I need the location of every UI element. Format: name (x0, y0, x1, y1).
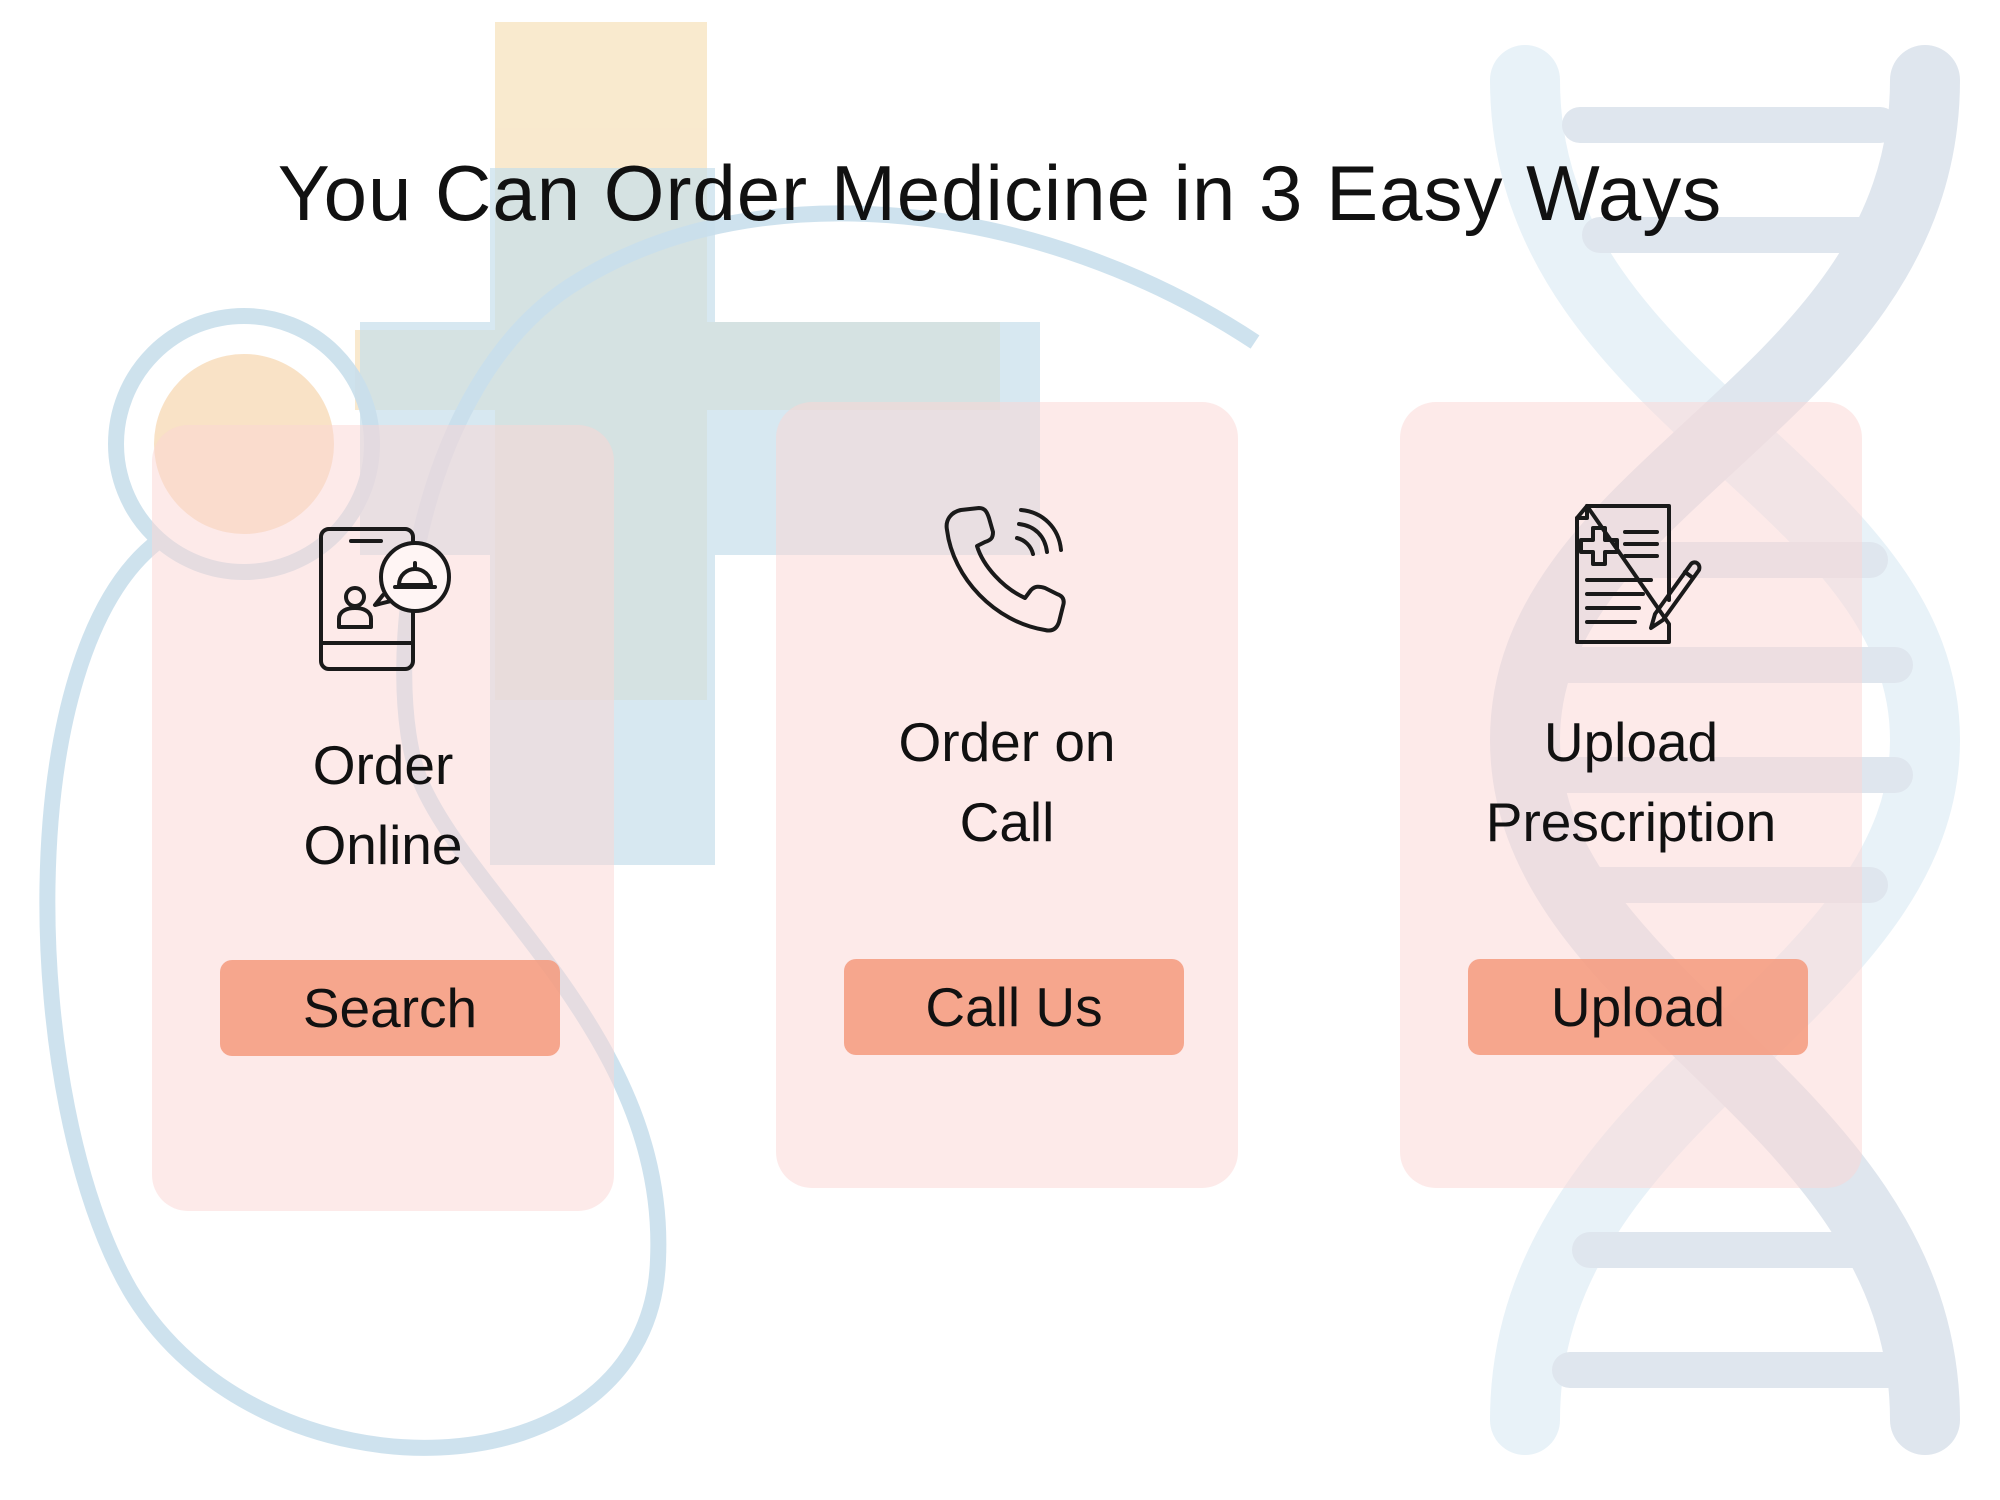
prescription-icon (1575, 504, 1702, 644)
page-title: You Can Order Medicine in 3 Easy Ways (277, 149, 1723, 237)
call-us-button[interactable]: Call Us (844, 959, 1184, 1055)
upload-button[interactable]: Upload (1468, 959, 1808, 1055)
order-on-call-card: Order on Call Call Us (776, 402, 1238, 1188)
card-title-line1: Order on (898, 711, 1116, 773)
card-title-line1: Upload (1543, 711, 1719, 773)
card-title-line2: Call (959, 791, 1055, 853)
card-title-line1: Order (312, 734, 454, 796)
order-online-card: Order Online Search (152, 425, 614, 1211)
upload-prescription-card: Upload Prescription Upload (1400, 402, 1862, 1188)
phone-call-icon (944, 506, 1066, 633)
search-button[interactable]: Search (220, 960, 560, 1056)
card-title-line2: Prescription (1485, 791, 1777, 853)
card-title-line2: Online (303, 814, 463, 876)
mobile-order-icon (319, 527, 451, 671)
